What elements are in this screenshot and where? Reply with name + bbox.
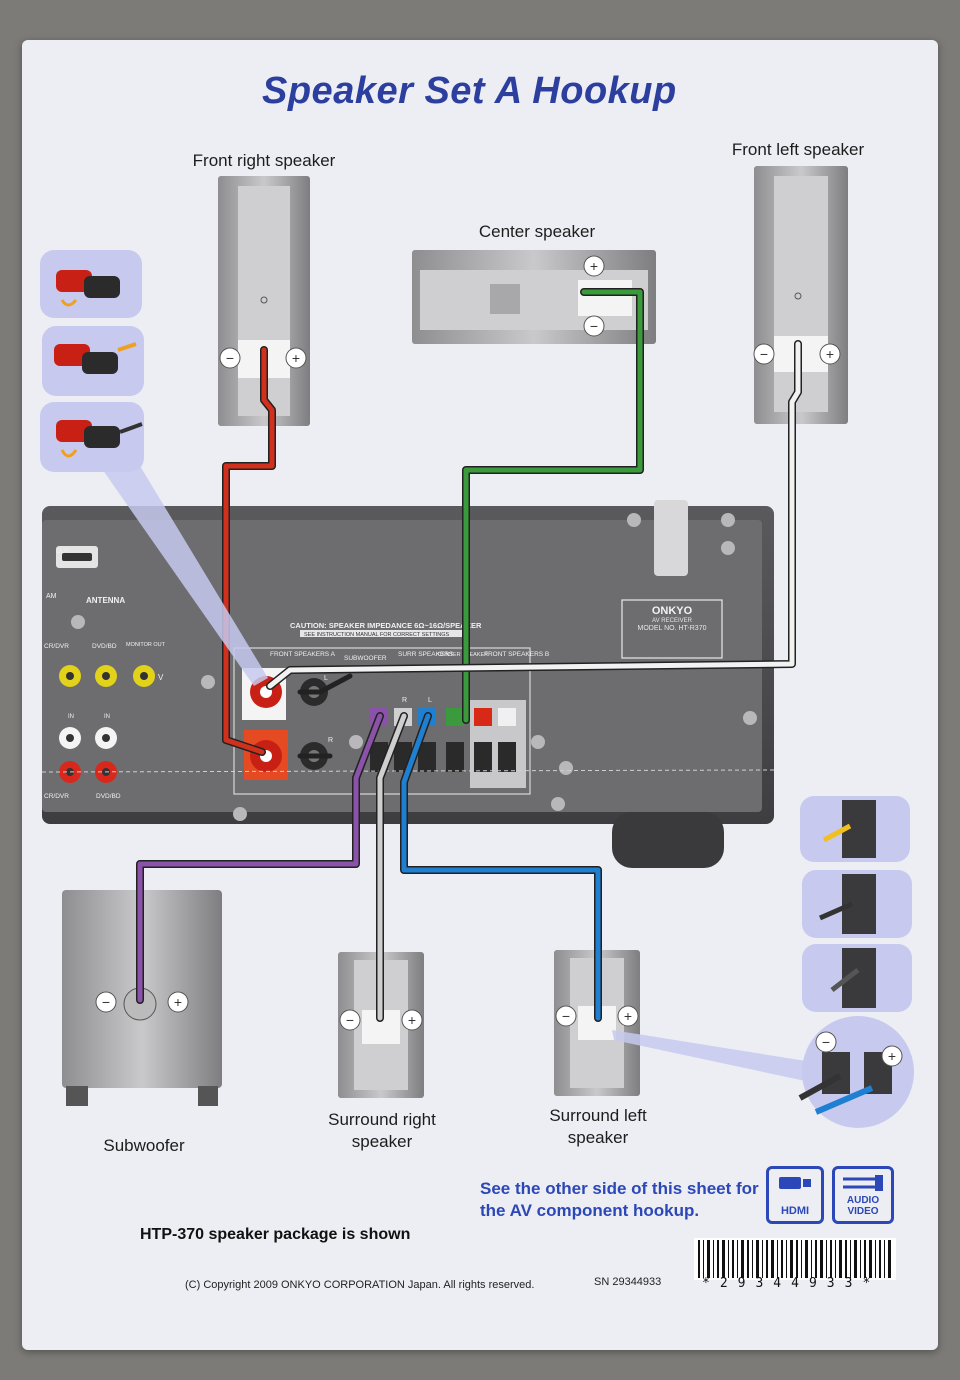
dvd-bd-label: DVD/BD: [92, 643, 117, 650]
hdmi-connector-icon: [779, 1177, 811, 1189]
subwoofer-terminal-label: SUBWOOFER: [344, 655, 387, 662]
model-number-text: MODEL NO. HT-R370: [638, 625, 707, 632]
av-cable-icon: [843, 1175, 883, 1191]
am-label: AM: [46, 593, 57, 600]
hdmi-out-label: OUT: [56, 549, 69, 555]
spring-clip-steps: − +: [612, 796, 914, 1128]
surround-terminal-label: SURR SPEAKERS: [398, 651, 454, 658]
barcode-number: *29344933*: [702, 1276, 881, 1291]
binding-posts: [250, 676, 328, 772]
brand-text: ONKYO: [652, 605, 693, 617]
cr-dvr-label-bottom: CR/DVR: [44, 793, 69, 800]
center-speaker-label: Center speaker: [478, 222, 596, 241]
front-left-wire: [267, 341, 801, 689]
plus-symbol: +: [624, 1008, 632, 1024]
front-b-label: FRONT SPEAKERS B: [484, 651, 549, 658]
audio-video-logo: AUDIO VIDEO: [832, 1166, 894, 1224]
audio-video-logo-text: AUDIO VIDEO: [846, 1195, 880, 1217]
video-label: V: [158, 673, 164, 682]
minus-symbol: −: [562, 1008, 570, 1024]
page-title: Speaker Set A Hookup: [262, 70, 677, 112]
terminal-r-label: R: [402, 697, 407, 704]
package-note: HTP-370 speaker package is shown: [140, 1226, 411, 1243]
receiver-bracket: [654, 500, 688, 576]
center-wire: [463, 289, 643, 723]
front-right-speaker-label: Front right speaker: [192, 151, 336, 170]
surround-left-speaker: − +: [554, 950, 640, 1096]
antenna-label: ANTENNA: [86, 596, 125, 605]
minus-symbol: −: [102, 994, 110, 1010]
in-label: IN: [68, 714, 74, 720]
barcode: [694, 1238, 896, 1280]
hdmi-logo-text: HDMI: [780, 1205, 810, 1217]
front-a-r-label: R: [328, 737, 333, 744]
surround-right-wire: [377, 713, 407, 1021]
front-a-label: FRONT SPEAKERS A: [270, 651, 336, 658]
binding-post-steps: [40, 250, 268, 686]
in-label-2: IN: [104, 714, 110, 720]
monitor-out-label: MONITOR OUT: [126, 642, 166, 648]
center-speaker: + −: [412, 250, 656, 344]
copyright-text: (C) Copyright 2009 ONKYO CORPORATION Jap…: [185, 1279, 535, 1291]
speaker-wires: [136, 288, 802, 1022]
receiver-screws: [71, 513, 757, 821]
plus-symbol: +: [826, 346, 834, 362]
front-right-speaker: − +: [218, 176, 310, 426]
surround-right-speaker: − +: [338, 952, 424, 1098]
receiver-type-text: AV RECEIVER: [652, 618, 693, 624]
surround-left-speaker-label: Surround left speaker: [549, 1106, 647, 1147]
surround-left-wire: [401, 713, 601, 1021]
plus-symbol: +: [174, 994, 182, 1010]
front-left-speaker-label: Front left speaker: [731, 140, 865, 159]
front-right-wire: [223, 347, 275, 755]
plus-symbol: +: [292, 350, 300, 366]
subwoofer-wire: [137, 713, 383, 1003]
plus-symbol: +: [888, 1048, 896, 1064]
caution-text: CAUTION: SPEAKER IMPEDANCE 6Ω~16Ω/SPEAKE…: [290, 621, 482, 630]
hdmi-logo: HDMI: [766, 1166, 824, 1224]
rca-jacks: [59, 665, 155, 783]
dvd-bd-label-bottom: DVD/BD: [96, 793, 121, 800]
plus-symbol: +: [408, 1012, 416, 1028]
subwoofer-label: Subwoofer: [103, 1136, 185, 1155]
minus-symbol: −: [346, 1012, 354, 1028]
front-a-l-label: L: [324, 675, 328, 682]
surround-right-speaker-label: Surround right speaker: [328, 1110, 436, 1151]
receiver-foot: [612, 812, 724, 868]
minus-symbol: −: [226, 350, 234, 366]
plus-symbol: +: [590, 258, 598, 274]
caution-subtext: SEE INSTRUCTION MANUAL FOR CORRECT SETTI…: [304, 632, 449, 638]
serial-number: SN 29344933: [594, 1276, 662, 1288]
terminal-l-label: L: [428, 697, 432, 704]
cr-dvr-label: CR/DVR: [44, 643, 69, 650]
minus-symbol: −: [760, 346, 768, 362]
minus-symbol: −: [590, 318, 598, 334]
minus-symbol: −: [822, 1034, 830, 1050]
model-plate: [621, 599, 723, 659]
other-side-note: See the other side of this sheet for the…: [480, 1179, 759, 1220]
